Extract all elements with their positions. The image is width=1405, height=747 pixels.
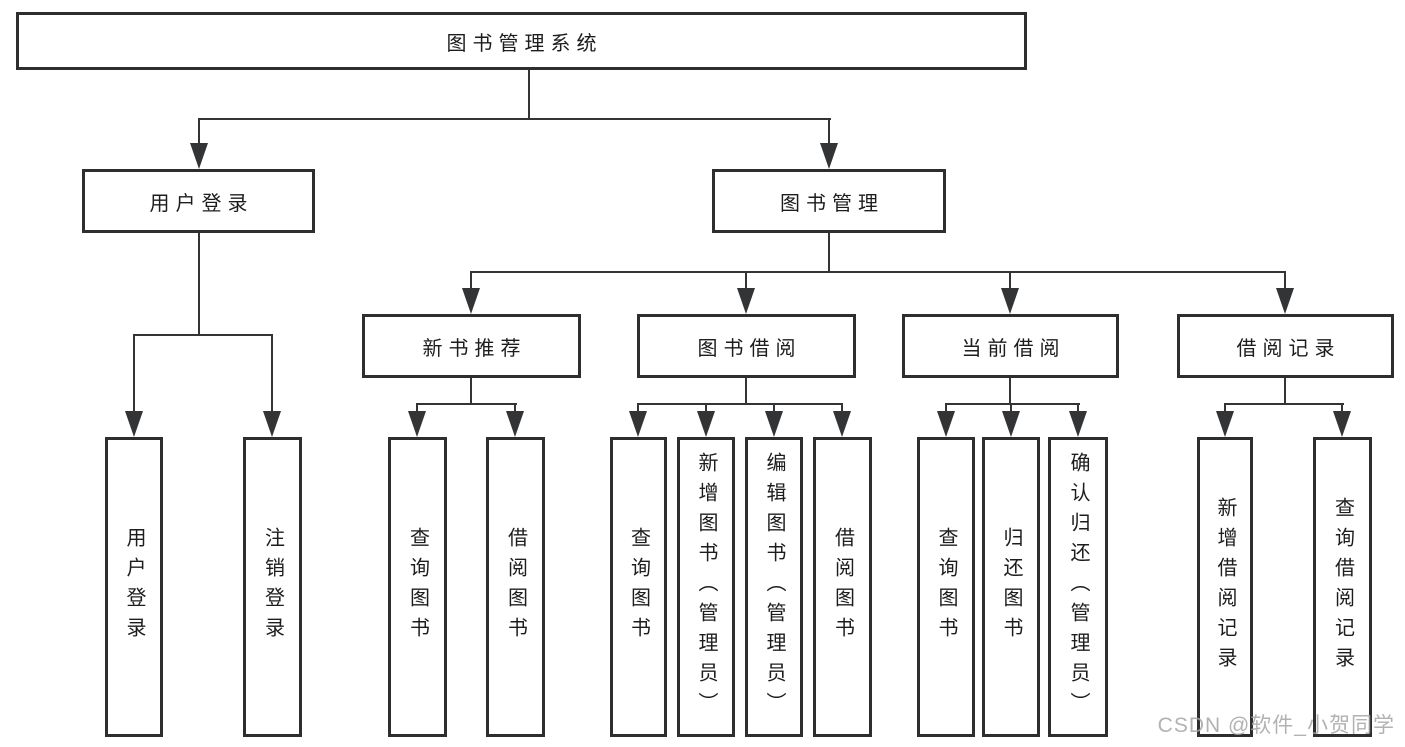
leaf-confirm-return-admin-label: 确认归还（管理员） — [1067, 452, 1089, 722]
leaf-query-books-1: 查询图书 — [388, 437, 447, 737]
leaf-add-books-admin-label: 新增图书（管理员） — [695, 452, 717, 722]
leaf-query-books-3: 查询图书 — [917, 437, 975, 737]
node-current-borrow: 当前借阅 — [902, 314, 1119, 378]
node-book-borrow-label: 图书借阅 — [697, 337, 802, 360]
connector-arrowhead — [629, 411, 647, 437]
connector-line — [841, 403, 843, 413]
leaf-add-borrow-record: 新增借阅记录 — [1197, 437, 1253, 737]
leaf-query-borrow-record: 查询借阅记录 — [1313, 437, 1372, 737]
connector-line — [945, 403, 1080, 405]
leaf-borrow-books-1: 借阅图书 — [486, 437, 545, 737]
connector-arrowhead — [820, 143, 838, 169]
leaf-borrow-books-2: 借阅图书 — [813, 437, 872, 737]
leaf-logout-label: 注销登录 — [261, 527, 284, 647]
node-borrow-record-label: 借阅记录 — [1236, 337, 1341, 360]
leaf-edit-books-admin-label: 编辑图书（管理员） — [763, 452, 785, 722]
connector-arrowhead — [125, 411, 143, 437]
connector-line — [133, 334, 273, 336]
connector-line — [1284, 378, 1286, 405]
connector-arrowhead — [1069, 411, 1087, 437]
connector-arrowhead — [765, 411, 783, 437]
connector-line — [1284, 271, 1286, 291]
connector-arrowhead — [1001, 288, 1019, 314]
leaf-query-books-3-label: 查询图书 — [935, 527, 957, 647]
connector-arrowhead — [737, 288, 755, 314]
node-new-book-recommend: 新书推荐 — [362, 314, 581, 378]
leaf-query-borrow-record-label: 查询借阅记录 — [1331, 497, 1354, 677]
leaf-logout: 注销登录 — [243, 437, 302, 737]
node-new-book-recommend-label: 新书推荐 — [422, 337, 527, 360]
connector-arrowhead — [833, 411, 851, 437]
connector-line — [470, 378, 472, 405]
connector-arrowhead — [1002, 411, 1020, 437]
connector-line — [528, 69, 530, 120]
connector-line — [637, 403, 843, 405]
node-book-management: 图书管理 — [712, 169, 946, 233]
node-user-login: 用户登录 — [82, 169, 315, 233]
leaf-return-books-label: 归还图书 — [1000, 527, 1022, 647]
connector-arrowhead — [1276, 288, 1294, 314]
leaf-borrow-books-2-label: 借阅图书 — [831, 527, 854, 647]
leaf-query-books-2: 查询图书 — [610, 437, 667, 737]
connector-line — [470, 271, 472, 291]
connector-line — [416, 403, 418, 413]
connector-line — [1077, 403, 1079, 413]
connector-line — [1224, 403, 1344, 405]
leaf-user-login-label: 用户登录 — [123, 527, 145, 647]
connector-arrowhead — [697, 411, 715, 437]
node-book-borrow: 图书借阅 — [637, 314, 856, 378]
leaf-add-books-admin: 新增图书（管理员） — [677, 437, 735, 737]
connector-line — [470, 271, 1286, 273]
connector-arrowhead — [506, 411, 524, 437]
node-book-management-label: 图书管理 — [780, 192, 884, 215]
connector-line — [828, 118, 830, 146]
node-root: 图书管理系统 — [16, 12, 1027, 70]
node-borrow-record: 借阅记录 — [1177, 314, 1394, 378]
connector-line — [416, 403, 517, 405]
leaf-query-books-1-label: 查询图书 — [406, 527, 429, 647]
connector-arrowhead — [263, 411, 281, 437]
connector-line — [773, 403, 775, 413]
connector-line — [198, 233, 200, 336]
connector-line — [271, 334, 273, 414]
connector-line — [1341, 403, 1343, 413]
connector-line — [198, 118, 200, 146]
connector-arrowhead — [462, 288, 480, 314]
connector-arrowhead — [937, 411, 955, 437]
connector-line — [745, 378, 747, 405]
connector-line — [828, 233, 830, 273]
leaf-user-login: 用户登录 — [105, 437, 163, 737]
connector-arrowhead — [190, 143, 208, 169]
connector-arrowhead — [408, 411, 426, 437]
node-root-label: 图书管理系统 — [446, 32, 603, 55]
connector-line — [1010, 403, 1012, 413]
connector-line — [705, 403, 707, 413]
connector-line — [745, 271, 747, 291]
leaf-add-borrow-record-label: 新增借阅记录 — [1214, 497, 1236, 677]
leaf-confirm-return-admin: 确认归还（管理员） — [1048, 437, 1108, 737]
csdn-watermark: CSDN @软件_小贺同学 — [1157, 714, 1395, 737]
connector-line — [1009, 271, 1011, 291]
connector-line — [1224, 403, 1226, 413]
connector-line — [133, 334, 135, 414]
node-user-login-label: 用户登录 — [149, 192, 254, 215]
node-current-borrow-label: 当前借阅 — [961, 337, 1066, 360]
connector-arrowhead — [1216, 411, 1234, 437]
leaf-borrow-books-1-label: 借阅图书 — [504, 527, 527, 647]
connector-arrowhead — [1333, 411, 1351, 437]
connector-line — [198, 118, 831, 120]
leaf-return-books: 归还图书 — [982, 437, 1040, 737]
connector-line — [514, 403, 516, 413]
leaf-query-books-2-label: 查询图书 — [627, 527, 650, 647]
connector-line — [945, 403, 947, 413]
connector-line — [1009, 378, 1011, 405]
leaf-edit-books-admin: 编辑图书（管理员） — [745, 437, 803, 737]
connector-line — [637, 403, 639, 413]
